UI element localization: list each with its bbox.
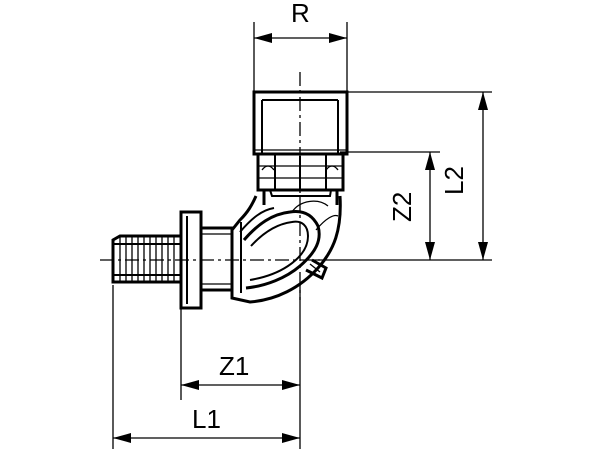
label-z1: Z1 [219,351,249,381]
extension-lines [112,22,492,449]
dimension-r: R [254,0,347,43]
dimension-l2: L2 [439,92,488,260]
elbow-body [230,195,342,304]
left-threaded-spigot [111,234,183,284]
label-r: R [291,0,310,28]
dimension-z2: Z2 [387,152,435,260]
label-l2: L2 [439,166,469,195]
socket-neck [262,189,339,205]
dimension-l1: L1 [113,404,300,443]
hex-nut [256,152,345,192]
label-z2: Z2 [387,192,417,222]
label-l1: L1 [192,404,221,434]
elbow-fitting [111,90,349,310]
dimension-z1: Z1 [181,351,300,390]
